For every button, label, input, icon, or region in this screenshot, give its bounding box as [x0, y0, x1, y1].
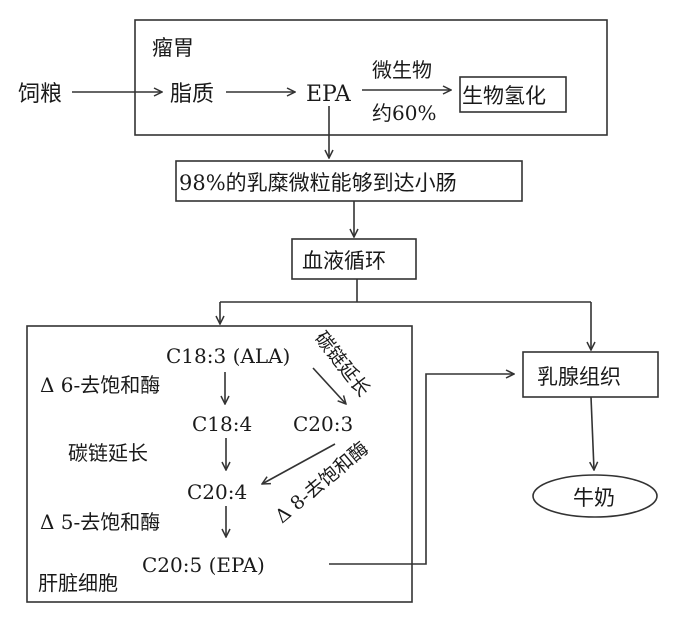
- feed-label: 饲粮: [18, 82, 62, 107]
- arrow-mammary-to-milk: [591, 396, 594, 470]
- mammary-label: 乳腺组织: [537, 365, 621, 389]
- milk-ellipse: [532, 474, 658, 518]
- intestine-box: [175, 160, 523, 202]
- c203-label: C20:3: [293, 412, 353, 436]
- milk-label: 牛奶: [573, 486, 615, 510]
- liver-epa-label: C20:5 (EPA): [142, 553, 265, 577]
- elongation-left-label: 碳链延长: [68, 441, 148, 465]
- arrow-c203-to-c204: [262, 443, 336, 484]
- rumen-title: 瘤胃: [152, 36, 194, 60]
- blood-label: 血液循环: [302, 249, 386, 273]
- ala-label: C18:3 (ALA): [166, 344, 290, 368]
- arrow-ala-to-c203: [312, 367, 346, 404]
- lipid-label: 脂质: [170, 82, 214, 107]
- microbe-label: 微生物: [372, 58, 432, 82]
- intestine-label: 98%的乳糜微粒能够到达小肠: [179, 171, 457, 195]
- rumen-epa-label: EPA: [306, 82, 352, 107]
- c184-label: C18:4: [192, 412, 252, 436]
- percent-label: 约60%: [372, 101, 436, 125]
- mammary-box: [522, 351, 659, 398]
- hydrogenation-label: 生物氢化: [462, 84, 546, 108]
- hydrogenation-box: [459, 76, 567, 113]
- d5-enzyme-label: Δ 5-去饱和酶: [40, 510, 160, 534]
- liver-box: [26, 325, 413, 603]
- c204-label: C20:4: [187, 480, 247, 504]
- liver-title: 肝脏细胞: [38, 571, 118, 595]
- d6-enzyme-label: Δ 6-去饱和酶: [40, 373, 160, 397]
- arrow-liver-epa-to-mammary: [329, 374, 514, 565]
- blood-box: [291, 238, 417, 280]
